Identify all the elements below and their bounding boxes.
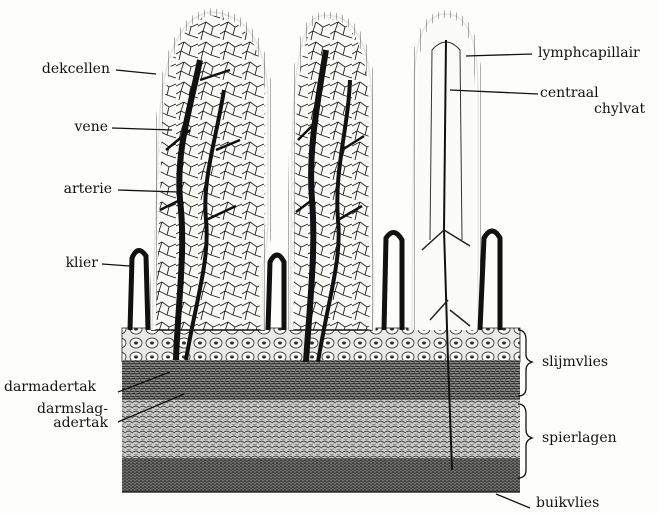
villus-middle [290,15,374,362]
label-centraal: centraal [540,86,599,101]
label-dekcellen: dekcellen [0,62,110,77]
bracket-spierlagen [518,404,532,478]
label-lymphcapillair: lymphcapillair [538,46,640,61]
label-spierlagen: spierlagen [542,431,617,446]
leader-dekcellen [116,70,156,74]
label-slijmvlies: slijmvlies [542,355,608,370]
label-vene: vene [0,120,108,135]
leader-klier [102,264,130,266]
label-darmslagadertak-line2: adertak [0,416,108,431]
label-arterie: arterie [0,182,112,197]
label-klier: klier [0,256,98,271]
label-chylvat: chylvat [594,102,645,117]
villus-left [152,12,268,360]
leader-buikvlies [496,494,530,508]
label-darmadertak: darmadertak [4,380,96,395]
muscle-layer [122,400,520,458]
label-buikvlies: buikvlies [536,496,599,511]
submucosa-layer [122,360,520,400]
outer-layer [122,458,520,492]
